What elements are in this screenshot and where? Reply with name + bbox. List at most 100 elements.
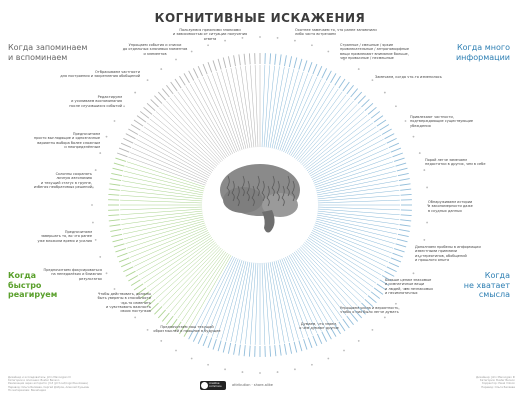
ring-dot (294, 39, 296, 42)
bias-branch (285, 257, 322, 331)
bias-branch (306, 238, 374, 288)
bias-branch (298, 247, 354, 310)
category-label: Странные / смешные / яркие привлекательн… (340, 43, 410, 60)
ring-dot (259, 36, 261, 38)
bias-branch (159, 245, 219, 303)
ring-dot (426, 186, 428, 189)
ring-dot (294, 368, 296, 371)
bias-name-mark (108, 188, 120, 191)
bias-branch (130, 226, 207, 258)
brain-fold (246, 180, 250, 202)
ring-dot (357, 340, 360, 342)
bias-name-mark (143, 295, 153, 304)
ring-dot (146, 328, 149, 331)
bias-name-mark (174, 78, 182, 89)
bias-branch (306, 122, 374, 172)
bias-name-mark (136, 287, 147, 295)
brain-fold (226, 175, 230, 197)
bias-name-mark (400, 219, 412, 222)
bias-branch (307, 126, 377, 173)
bias-name-mark (243, 53, 246, 65)
ring-dot (343, 349, 345, 352)
bias-name-mark (284, 55, 287, 67)
bias-name-mark (325, 329, 332, 340)
bias-name-mark (370, 111, 381, 119)
bias-name-mark (192, 331, 199, 342)
bias-branch (211, 73, 241, 151)
bias-branch (307, 237, 377, 284)
bias-branch (166, 100, 222, 163)
bias-name-mark (373, 115, 384, 123)
bias-branch (298, 100, 354, 163)
ring-dot (259, 372, 261, 374)
bias-name-mark (395, 243, 407, 248)
category-label: Порой легче замечаем недостатки в других… (425, 158, 486, 167)
bias-branch (305, 240, 371, 292)
bias-name-mark (279, 54, 282, 66)
bias-branch (267, 66, 280, 148)
bias-name-mark (395, 162, 407, 167)
bias-branch (128, 156, 206, 186)
ring-dot (241, 37, 244, 39)
bias-branch (136, 232, 209, 271)
bias-name-mark (146, 299, 156, 308)
bias-name-mark (379, 279, 390, 286)
bias-branch (281, 75, 313, 152)
bias-branch (293, 91, 343, 159)
bias-name-mark (388, 261, 400, 268)
bias-branch (207, 75, 239, 152)
bias-branch (269, 262, 285, 343)
bias-branch (120, 199, 203, 204)
bias-name-mark (274, 345, 277, 357)
bias-branch (315, 220, 395, 244)
bias-branch (120, 206, 203, 211)
ring-dot (327, 50, 330, 53)
ring-dot (371, 328, 374, 331)
bias-branch (211, 259, 241, 337)
creative-commons-badge[interactable]: creative commons (200, 381, 226, 390)
bias-branch (216, 260, 243, 339)
brain-fold (251, 185, 255, 207)
ring-dot (105, 272, 108, 275)
bias-branch (134, 230, 208, 267)
ring-dot (427, 204, 429, 206)
ring-dot (160, 340, 163, 342)
ring-dot (92, 186, 94, 189)
bias-branch (310, 233, 382, 276)
bias-branch (245, 262, 255, 345)
bias-name-mark (303, 338, 308, 350)
ring-dot (241, 371, 244, 373)
bias-branch (122, 214, 203, 230)
category-label: Предпочитаем фокусироваться на непедалёк… (43, 268, 102, 281)
bias-branch (216, 71, 243, 150)
bias-name-mark (400, 188, 412, 191)
bias-name-mark (109, 183, 121, 186)
brain-icon (220, 164, 300, 233)
category-label: Пользуемся прежними знаниями и зависимос… (172, 28, 248, 41)
bias-name-mark (386, 266, 397, 273)
bias-name-mark (157, 91, 166, 101)
bias-name-mark (399, 224, 411, 227)
bias-branch (263, 262, 270, 345)
bias-name-mark (334, 324, 341, 335)
bias-branch (273, 69, 295, 149)
bias-branch (155, 111, 218, 167)
bias-branch (230, 68, 249, 149)
ring-dot (134, 91, 137, 94)
bias-name-mark (279, 344, 282, 356)
ring-dot (404, 288, 407, 290)
footer-credits: Дизайнер и исследователь: John Manoogian… (8, 376, 90, 392)
bias-branch (279, 259, 309, 337)
bias-name-mark (123, 266, 134, 273)
bias-name-mark (130, 279, 141, 286)
ring-dot (94, 169, 97, 171)
bias-branch (245, 65, 255, 148)
bias-name-mark (312, 63, 318, 75)
bias-name-mark (350, 312, 359, 322)
ring-dot (311, 44, 313, 47)
category-label: Обнаруживаем истории и закономерности да… (428, 200, 473, 213)
bias-name-mark (388, 142, 400, 149)
bias-name-mark (118, 257, 130, 263)
bias-branch (315, 161, 394, 188)
bias-name-mark (227, 56, 232, 68)
